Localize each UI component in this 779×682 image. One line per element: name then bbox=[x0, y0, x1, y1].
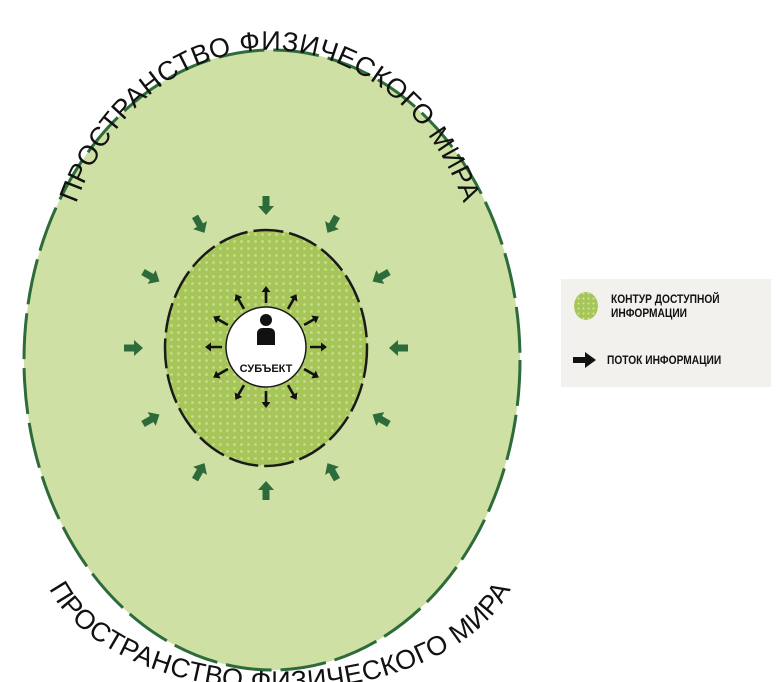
inner-arrow bbox=[303, 315, 319, 327]
dotted-green-circle-icon bbox=[574, 292, 598, 320]
outer-arrows bbox=[124, 196, 408, 500]
inner-arrow bbox=[213, 367, 229, 379]
inner-arrow bbox=[286, 384, 298, 400]
outer-arrow bbox=[258, 196, 274, 215]
outer-arrow bbox=[191, 463, 207, 482]
outer-arrow bbox=[258, 481, 274, 500]
outer-arrow bbox=[372, 412, 391, 428]
inner-arrow bbox=[310, 342, 327, 352]
outer-arrow bbox=[191, 214, 207, 233]
black-arrow-icon bbox=[573, 352, 596, 368]
outer-arrow bbox=[124, 340, 143, 356]
outer-arrow bbox=[325, 214, 341, 233]
legend-item-flow: ПОТОК ИНФОРМАЦИИ bbox=[571, 351, 741, 369]
outer-arrow bbox=[141, 268, 160, 284]
outer-arrow bbox=[141, 412, 160, 428]
outer-arrow bbox=[325, 463, 341, 482]
inner-arrow bbox=[286, 294, 298, 310]
legend: КОНТУР ДОСТУПНОЙ ИНФОРМАЦИИ ПОТОК ИНФОРМ… bbox=[561, 279, 771, 387]
subject-circle bbox=[225, 306, 307, 388]
inner-arrow bbox=[303, 367, 319, 379]
inner-arrow bbox=[261, 286, 271, 303]
inner-arrow bbox=[234, 384, 246, 400]
person-icon bbox=[257, 314, 275, 345]
legend-label-flow: ПОТОК ИНФОРМАЦИИ bbox=[607, 353, 722, 367]
legend-item-contour: КОНТУР ДОСТУПНОЙ ИНФОРМАЦИИ bbox=[571, 291, 761, 321]
inner-arrows bbox=[205, 286, 327, 408]
inner-arrow bbox=[261, 391, 271, 408]
outer-arrow bbox=[372, 268, 391, 284]
legend-label-contour: КОНТУР ДОСТУПНОЙ ИНФОРМАЦИИ bbox=[611, 292, 720, 320]
inner-arrow bbox=[205, 342, 222, 352]
inner-arrow bbox=[213, 315, 229, 327]
outer-arrow bbox=[389, 340, 408, 356]
subject-label: СУБЪЕКТ bbox=[240, 363, 293, 375]
inner-arrow bbox=[234, 294, 246, 310]
